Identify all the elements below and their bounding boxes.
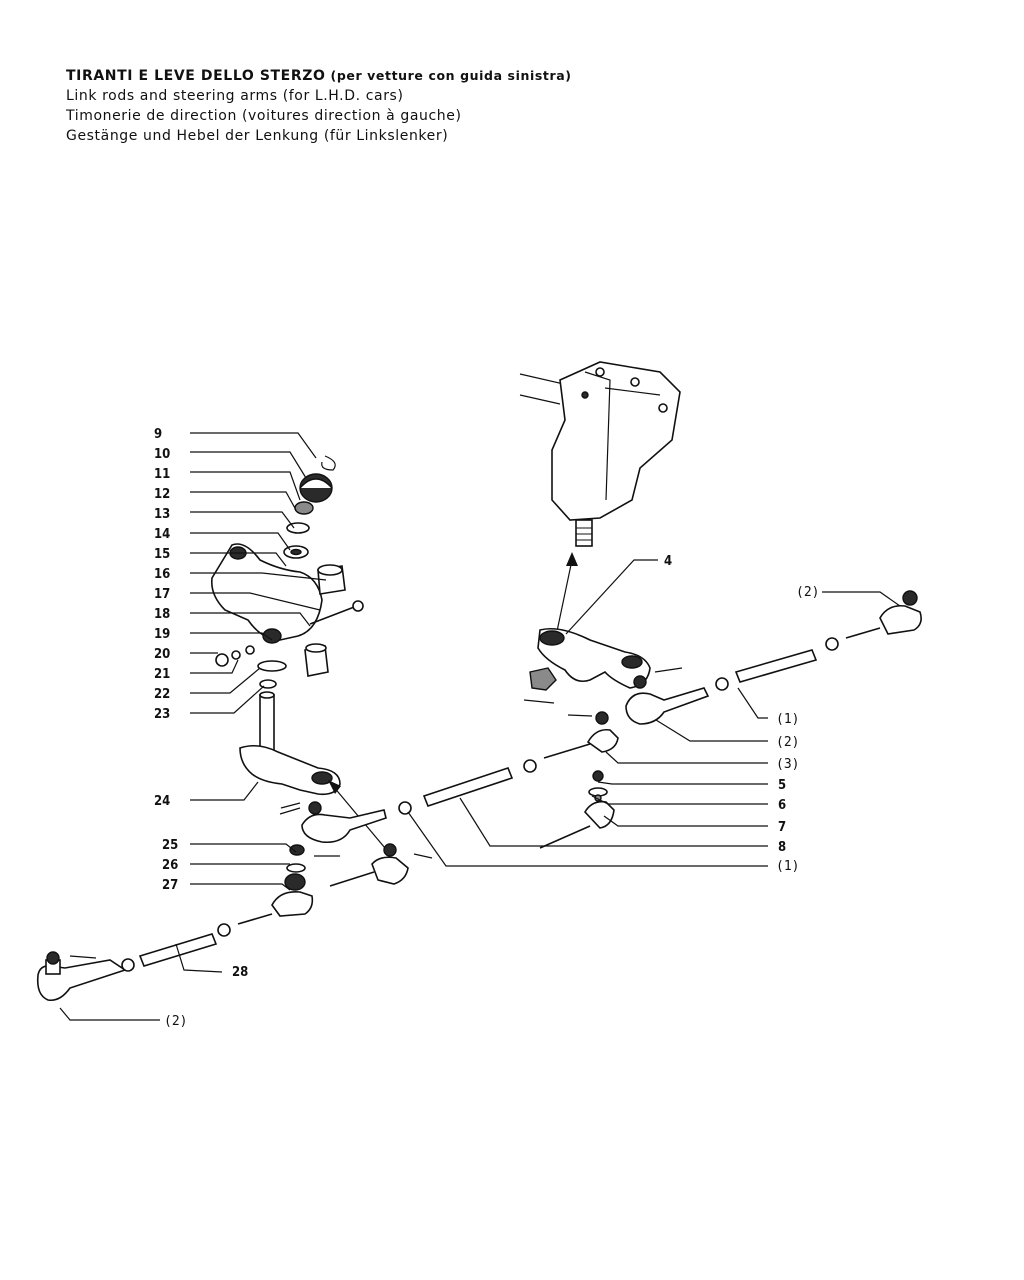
callout-27: 27 (162, 878, 178, 893)
tie-rod-left (121, 913, 273, 972)
callout-10: 10 (154, 447, 170, 462)
title-french: Timonerie de direction (voitures directi… (66, 108, 462, 124)
ball-joint-right-lower (625, 675, 710, 725)
callout-9: 9 (154, 427, 162, 442)
callout-1-lower: (1) (776, 859, 799, 874)
callout-25: 25 (162, 838, 178, 853)
ball-joint-25-center-left (279, 801, 387, 857)
callout-6: 6 (778, 798, 786, 813)
title-block: TIRANTI E LEVE DELLO STERZO (per vetture… (66, 66, 572, 146)
idler-arm (239, 691, 386, 849)
title-italian-sub: (per vetture con guida sinistra) (330, 68, 572, 83)
ball-joint-center (329, 843, 433, 887)
callout-8: 8 (778, 840, 786, 855)
callout-11: 11 (154, 467, 170, 482)
callout-1-upper: (1) (776, 712, 799, 727)
callout-15: 15 (154, 547, 170, 562)
ball-joint-27 (271, 844, 314, 917)
pitman-arm (523, 627, 683, 717)
tie-rod-right (715, 590, 922, 691)
leader-lines (59, 432, 901, 1021)
ball-joint-left-bottom (36, 951, 127, 1002)
callout-28: 28 (232, 965, 248, 980)
callout-13: 13 (154, 507, 170, 522)
callout-5: 5 (778, 778, 786, 793)
callout-7: 7 (778, 820, 786, 835)
tie-rod-center (398, 711, 619, 815)
callout-12: 12 (154, 487, 170, 502)
callout-18: 18 (154, 607, 170, 622)
title-italian-main: TIRANTI E LEVE DELLO STERZO (66, 68, 326, 84)
callout-17: 17 (154, 587, 170, 602)
callout-labels: 9 10 11 12 13 14 15 16 17 18 19 20 21 22… (154, 427, 819, 1029)
ball-joint-7-8 (539, 770, 615, 849)
callout-23: 23 (154, 707, 170, 722)
callout-4: 4 (664, 554, 672, 569)
callout-22: 22 (154, 687, 170, 702)
callout-3: (3) (776, 757, 799, 772)
callout-2-right: (2) (776, 735, 799, 750)
callout-20: 20 (154, 647, 170, 662)
callout-2-bottom-left: (2) (164, 1014, 187, 1029)
callout-26: 26 (162, 858, 178, 873)
callout-21: 21 (154, 667, 170, 682)
title-italian: TIRANTI E LEVE DELLO STERZO (per vetture… (66, 66, 572, 86)
callout-2-top-right: (2) (796, 585, 819, 600)
callout-24: 24 (154, 794, 170, 809)
callout-16: 16 (154, 567, 170, 582)
title-english: Link rods and steering arms (for L.H.D. … (66, 88, 404, 104)
callout-14: 14 (154, 527, 170, 542)
title-german: Gestänge und Hebel der Lenkung (für Link… (66, 128, 449, 144)
callout-19: 19 (154, 627, 170, 642)
idler-bracket-assembly (210, 455, 364, 689)
steering-box-illustration (519, 361, 681, 637)
